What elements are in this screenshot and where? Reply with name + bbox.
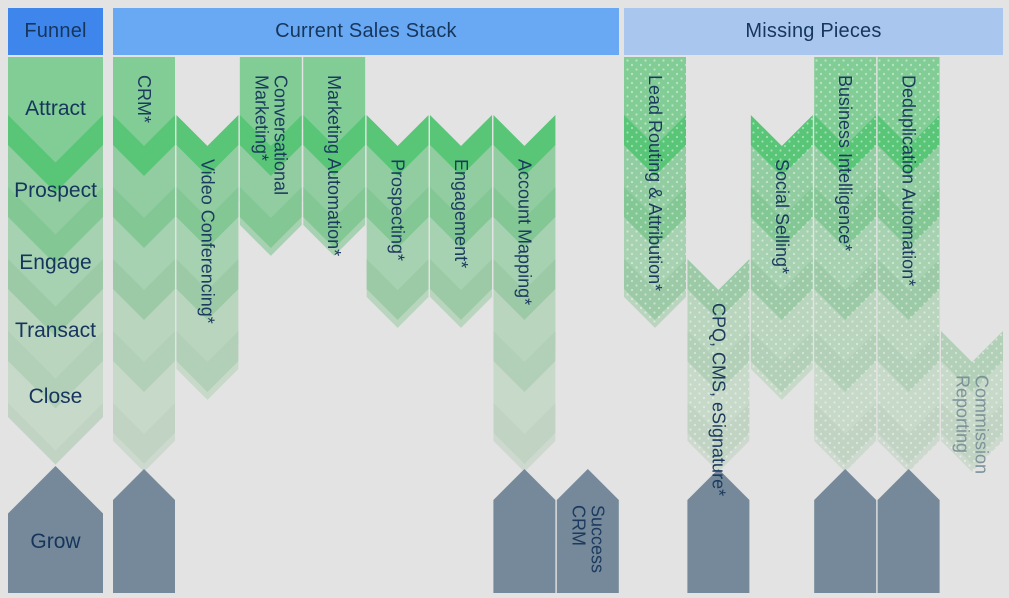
column-label-marketing-automation: Marketing Automation* — [324, 75, 344, 256]
column-label-crm: CRM* — [134, 75, 154, 123]
funnel-stage-label-engage: Engage — [19, 251, 91, 274]
column-cpq-cms-esignature — [687, 259, 750, 472]
column-lead-routing-attribution — [624, 57, 686, 328]
column-label-social-selling: Social Selling* — [772, 159, 792, 274]
column-label-account-mapping: Account Mapping* — [514, 159, 534, 305]
column-label-commission-reporting: CommissionReporting — [953, 375, 992, 474]
column-crm — [113, 57, 175, 472]
funnel-stage-label-prospect: Prospect — [14, 179, 97, 202]
grow-house-cpq-cms-esignature — [687, 469, 750, 593]
column-business-intelligence — [814, 57, 877, 472]
current-sales-stack-header: Current Sales Stack — [113, 8, 619, 55]
funnel-stage-label-transact: Transact — [15, 319, 96, 342]
column-conversational-marketing — [239, 57, 302, 256]
column-label-business-intelligence: Business Intelligence* — [835, 75, 855, 251]
grow-house-success-crm — [556, 469, 619, 593]
column-label-video-conferencing: Video Conferencing* — [197, 159, 217, 324]
funnel-stage-label-grow: Grow — [30, 530, 81, 553]
grow-house-account-mapping — [493, 469, 556, 593]
column-account-mapping — [493, 115, 556, 472]
column-label-deduplication-automation: Deduplication Automation* — [899, 75, 919, 286]
column-video-conferencing — [176, 115, 239, 400]
column-marketing-automation — [303, 57, 366, 256]
column-social-selling — [750, 115, 813, 400]
funnel-column — [8, 57, 103, 465]
funnel-stage-label-close: Close — [29, 385, 83, 408]
funnel-stage-label-attract: Attract — [25, 97, 86, 120]
missing-pieces-header: Missing Pieces — [624, 8, 1003, 55]
grow-house-funnel — [8, 466, 103, 593]
grow-house-deduplication-automation — [877, 469, 940, 593]
column-label-prospecting: Prospecting* — [388, 159, 408, 261]
column-label-conversational-marketing: ConversationalMarketing* — [251, 75, 290, 195]
funnel-header: Funnel — [8, 8, 103, 55]
grow-house-crm — [113, 469, 175, 593]
column-label-engagement: Engagement* — [451, 159, 471, 268]
column-label-cpq-cms-esignature: CPQ, CMS, eSignature* — [708, 303, 728, 496]
grow-house-business-intelligence — [814, 469, 877, 593]
column-deduplication-automation — [877, 57, 940, 472]
column-label-lead-routing-attribution: Lead Routing & Attribution* — [645, 75, 665, 291]
column-label-success-crm: SuccessCRM — [568, 505, 607, 573]
